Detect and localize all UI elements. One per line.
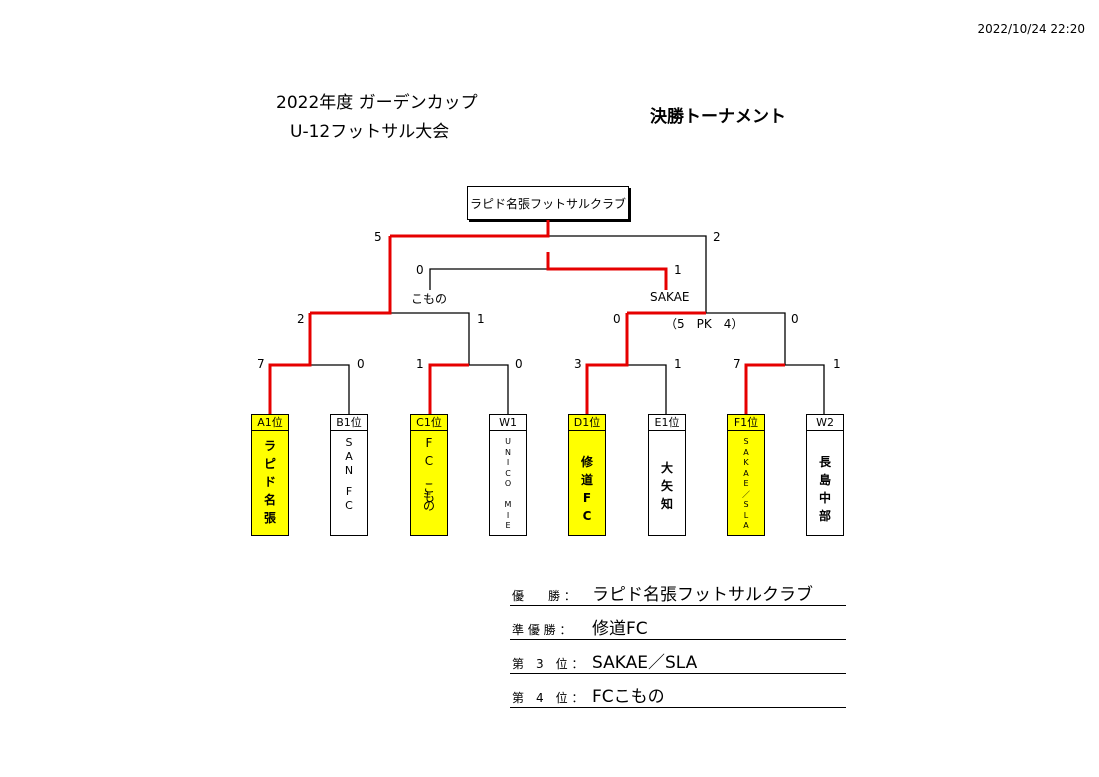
- score-qf1-left: 7: [257, 357, 265, 371]
- team-name: S A N F C: [344, 436, 354, 512]
- third-right-team: SAKAE: [650, 290, 690, 304]
- score-qf1-right: 0: [357, 357, 365, 371]
- result-value: 修道FC: [592, 619, 648, 639]
- line-third-win: [546, 252, 668, 290]
- line-qf3-right: [627, 364, 667, 414]
- line-final-right: [548, 235, 707, 313]
- team-rank: W2: [807, 415, 843, 431]
- team-name: F C こ も の: [422, 436, 435, 513]
- score-qf4-right: 1: [833, 357, 841, 371]
- line-qf4-win: [744, 363, 785, 414]
- score-semi1-right: 1: [477, 312, 485, 326]
- score-semi1-left: 2: [297, 312, 305, 326]
- line-qf2-win: [428, 363, 469, 414]
- line-qf1-right: [310, 364, 350, 414]
- line-qf2-right: [469, 364, 509, 414]
- result-row-runner-up: 準 優 勝 ： 修道FC: [510, 619, 846, 640]
- score-semi2-left: 0: [613, 312, 621, 326]
- team-rank: D1位: [569, 415, 605, 431]
- team-box-a1: A1位 ラ ピ ド 名 張: [251, 414, 289, 536]
- result-value: FCこもの: [592, 687, 665, 707]
- score-qf2-left: 1: [416, 357, 424, 371]
- score-semi2-right: 0: [791, 312, 799, 326]
- team-box-w1: W1 U N I C O M I E: [489, 414, 527, 536]
- team-rank: A1位: [252, 415, 288, 431]
- score-third-left: 0: [416, 263, 424, 277]
- result-label: 第 4 位 ：: [512, 691, 584, 705]
- line-semi2-right: [706, 312, 786, 365]
- page-subtitle: 決勝トーナメント: [650, 107, 786, 127]
- timestamp: 2022/10/24 22:20: [977, 22, 1085, 36]
- team-name: 大 矢 知: [660, 461, 673, 511]
- line-final-win: [390, 220, 550, 238]
- score-qf3-left: 3: [574, 357, 582, 371]
- line-qf4-right: [785, 364, 825, 414]
- team-name: 長 島 中 部: [818, 455, 831, 523]
- team-rank: W1: [490, 415, 526, 431]
- line-qf1-win: [268, 313, 312, 414]
- result-row-third: 第 3 位 ： SAKAE／SLA: [510, 653, 846, 674]
- team-rank: C1位: [411, 415, 447, 431]
- team-box-w2: W2 長 島 中 部: [806, 414, 844, 536]
- champion-name: ラピド名張フットサルクラブ: [469, 196, 626, 211]
- score-third-right: 1: [674, 263, 682, 277]
- line-qf3-win: [585, 313, 629, 414]
- team-rank: F1位: [728, 415, 764, 431]
- score-qf3-right: 1: [674, 357, 682, 371]
- pk-note: （5 PK 4）: [665, 317, 744, 331]
- team-box-e1: E1位 大 矢 知: [648, 414, 686, 536]
- team-name: 修 道 F C: [580, 455, 593, 523]
- score-qf4-left: 7: [733, 357, 741, 371]
- result-label: 準 優 勝 ：: [512, 623, 572, 637]
- team-box-b1: B1位 S A N F C: [330, 414, 368, 536]
- team-box-f1: F1位 S A K A E ／ S L A: [727, 414, 765, 536]
- result-value: ラピド名張フットサルクラブ: [592, 585, 813, 605]
- team-box-c1: C1位 F C こ も の: [410, 414, 448, 536]
- result-value: SAKAE／SLA: [592, 653, 698, 673]
- team-name: U N I C O M I E: [504, 437, 512, 530]
- result-label: 第 3 位 ：: [512, 657, 584, 671]
- team-name: S A K A E ／ S L A: [742, 437, 750, 530]
- line-semi1-right: [390, 312, 470, 365]
- score-qf2-right: 0: [515, 357, 523, 371]
- team-rank: E1位: [649, 415, 685, 431]
- line-third-left: [429, 268, 548, 290]
- third-left-team: こもの: [411, 292, 448, 306]
- result-row-champion: 優 勝 ： ラピド名張フットサルクラブ: [510, 585, 846, 606]
- page-title-line2: U-12フットサル大会: [290, 122, 450, 142]
- team-box-d1: D1位 修 道 F C: [568, 414, 606, 536]
- line-semi1-win: [310, 236, 392, 315]
- team-name: ラ ピ ド 名 張: [263, 439, 276, 525]
- team-rank: B1位: [331, 415, 367, 431]
- score-final-right: 2: [713, 230, 721, 244]
- page-title: 2022年度 ガーデンカップ: [276, 93, 478, 113]
- result-label: 優 勝 ：: [512, 589, 576, 603]
- score-final-left: 5: [374, 230, 382, 244]
- champion-box: ラピド名張フットサルクラブ: [467, 186, 629, 220]
- result-row-fourth: 第 4 位 ： FCこもの: [510, 687, 846, 708]
